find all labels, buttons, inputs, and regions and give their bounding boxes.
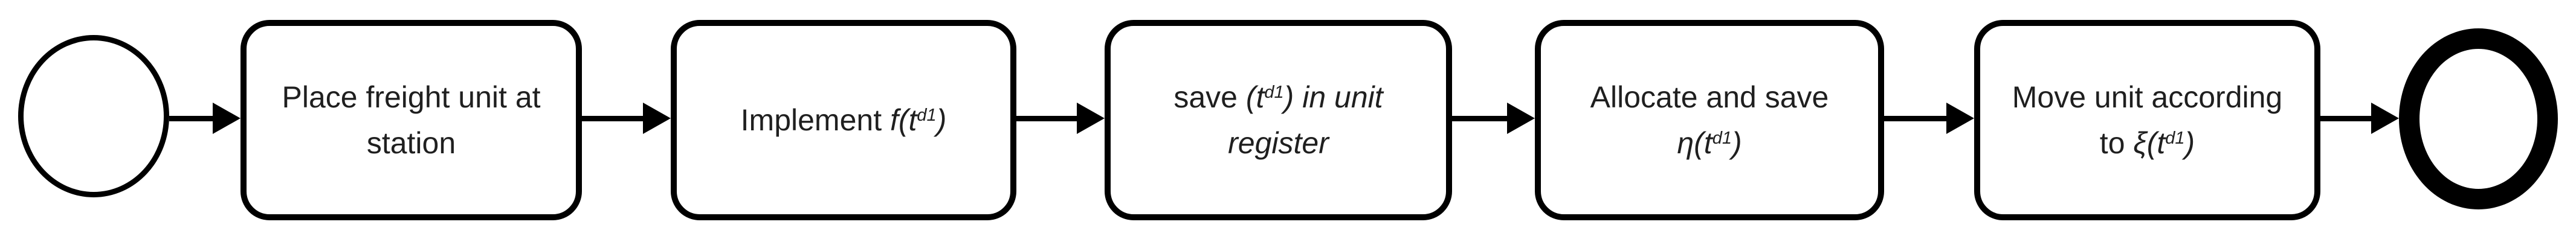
sequence-flow-2 bbox=[582, 102, 671, 135]
sequence-flow-4 bbox=[1452, 102, 1535, 135]
arrow-shaft bbox=[582, 116, 650, 121]
sequence-flow-1 bbox=[169, 102, 240, 135]
arrowhead-icon bbox=[1946, 103, 1974, 134]
sequence-flow-5 bbox=[1884, 102, 1974, 135]
sequence-flow-3 bbox=[1016, 102, 1105, 135]
arrow-shaft bbox=[2320, 116, 2378, 121]
arrow-shaft bbox=[169, 116, 220, 121]
task-implement-f: Implement f(td1) bbox=[671, 20, 1016, 220]
arrow-shaft bbox=[1016, 116, 1084, 121]
start-event-circle bbox=[18, 35, 169, 197]
arrowhead-icon bbox=[643, 103, 671, 134]
arrow-shaft bbox=[1884, 116, 1954, 121]
arrowhead-icon bbox=[213, 103, 240, 134]
arrowhead-icon bbox=[2371, 103, 2399, 134]
task-label: Implement f(td1) bbox=[740, 103, 947, 137]
arrowhead-icon bbox=[1077, 103, 1105, 134]
arrow-shaft bbox=[1452, 116, 1514, 121]
end-event-circle bbox=[2399, 28, 2558, 209]
arrowhead-icon bbox=[1507, 103, 1535, 134]
sequence-flow-6 bbox=[2320, 102, 2399, 135]
